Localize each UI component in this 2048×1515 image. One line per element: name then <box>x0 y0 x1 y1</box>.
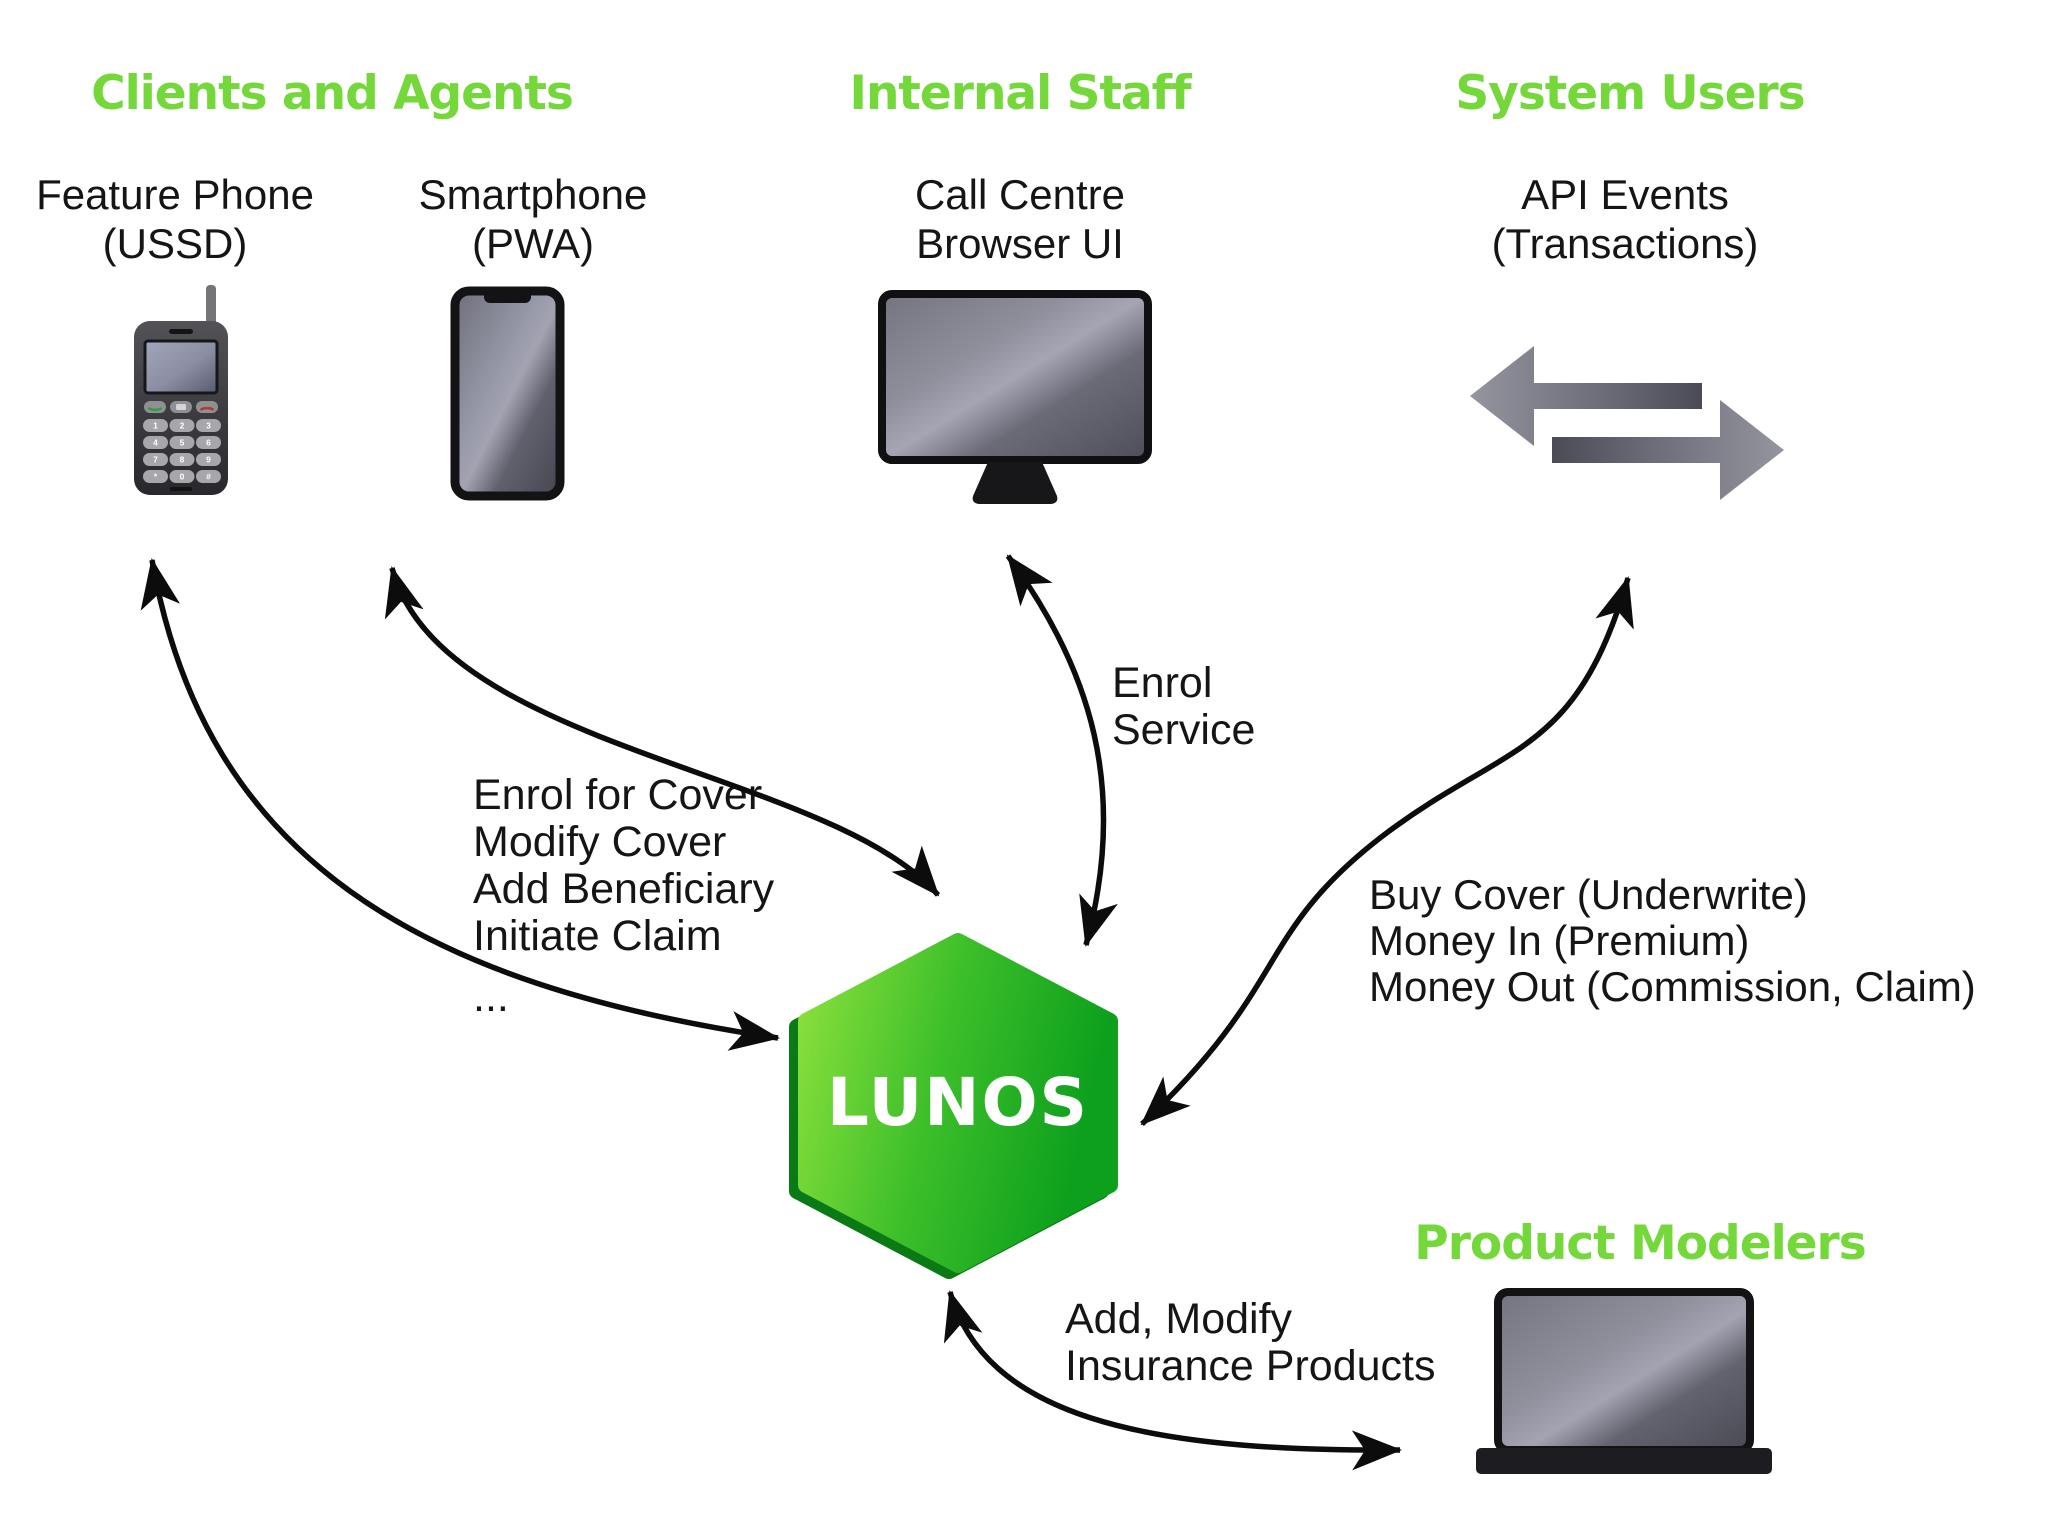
svg-text:#: # <box>206 472 211 482</box>
smartphone-notch <box>484 290 531 303</box>
arrow-lunos-laptop <box>943 1290 1402 1471</box>
arrow-feature-phone-lunos <box>140 558 780 1051</box>
phone-keypad: 1 2 3 4 5 6 7 8 9 * 0 # <box>143 419 221 483</box>
feature-phone-icon: 1 2 3 4 5 6 7 8 9 * 0 # <box>134 285 228 495</box>
heading-clients-and-agents: Clients and Agents <box>91 66 574 121</box>
call-centre-label-line1: Call Centre <box>914 171 1126 218</box>
smartphone-label-line1: Smartphone <box>418 171 648 218</box>
feature-phone-label: Feature Phone (USSD) <box>0 170 405 268</box>
monitor-stand <box>972 462 1058 504</box>
heading-product-modelers: Product Modelers <box>1414 1216 1866 1271</box>
phone-earpiece <box>169 329 193 334</box>
call-centre-label: Call Centre Browser UI <box>790 170 1250 268</box>
feature-phone-label-line1: Feature Phone <box>36 171 314 218</box>
svg-text:2: 2 <box>180 421 185 431</box>
api-events-label-line1: API Events <box>1521 171 1729 218</box>
arrow-lunos-api-events <box>1140 576 1634 1127</box>
smartphone-label: Smartphone (PWA) <box>303 170 763 268</box>
svg-text:4: 4 <box>153 438 158 448</box>
laptop-base <box>1476 1448 1772 1474</box>
svg-text:9: 9 <box>206 455 211 465</box>
monitor-screen <box>878 290 1152 464</box>
svg-text:1: 1 <box>153 421 158 431</box>
answer-key-icon <box>147 406 163 412</box>
feature-phone-label-line2: (USSD) <box>102 220 248 267</box>
hangup-key-icon <box>199 406 215 412</box>
heading-system-users: System Users <box>1455 66 1805 121</box>
phone-mic-slot <box>170 487 192 491</box>
phone-antenna <box>206 285 216 331</box>
svg-text:3: 3 <box>206 421 211 431</box>
arrow-smartphone-lunos <box>385 566 941 897</box>
svg-text:6: 6 <box>206 438 211 448</box>
transfer-arrows-icon <box>1470 346 1784 500</box>
svg-text:5: 5 <box>180 438 185 448</box>
api-events-label: API Events (Transactions) <box>1395 170 1855 268</box>
heading-internal-staff: Internal Staff <box>849 66 1191 121</box>
lunos-label: LUNOS <box>827 1064 1089 1141</box>
svg-text:0: 0 <box>180 472 185 482</box>
svg-text:*: * <box>154 472 158 482</box>
hexagon <box>798 933 1118 1273</box>
menu-key-icon <box>176 404 186 410</box>
phone-screen <box>143 339 219 395</box>
laptop-icon <box>1476 1288 1772 1474</box>
desktop-monitor-icon <box>878 290 1152 504</box>
svg-text:8: 8 <box>180 455 185 465</box>
arrow-left <box>1470 346 1702 446</box>
smartphone-label-line2: (PWA) <box>471 220 595 267</box>
call-centre-label-line2: Browser UI <box>916 220 1124 267</box>
lunos-core: LUNOS <box>789 933 1118 1279</box>
svg-text:7: 7 <box>153 455 158 465</box>
arrow-right <box>1552 400 1784 500</box>
api-events-label-line2: (Transactions) <box>1491 220 1759 267</box>
smartphone-icon <box>450 286 565 501</box>
arrow-callcentre-lunos <box>1005 554 1118 947</box>
